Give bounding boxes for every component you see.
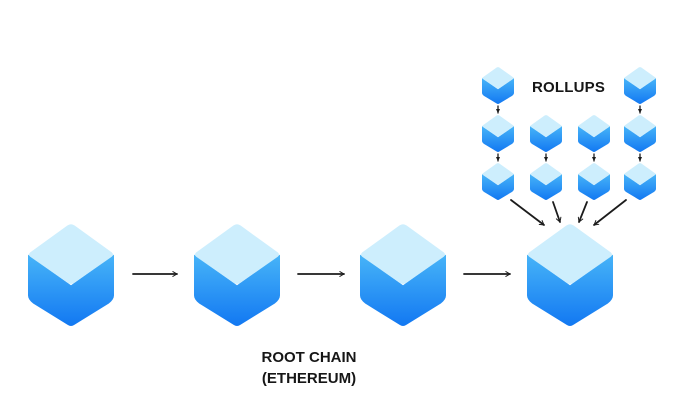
rollup-block-c3-r2 xyxy=(578,115,610,152)
root-chain-label-line2: (ETHEREUM) xyxy=(261,370,357,387)
root-chain-block-2 xyxy=(194,224,280,326)
rollup-block-c4-r1 xyxy=(624,67,656,104)
root-chain-label: ROOT CHAIN (ETHEREUM) xyxy=(248,347,370,389)
root-chain-block-3 xyxy=(360,224,446,326)
rollup-block-c4-r3 xyxy=(624,163,656,200)
rollup-block-c1-r1 xyxy=(482,67,514,104)
rollup-block-c2-r3 xyxy=(530,163,562,200)
rollup-block-c1-r3 xyxy=(482,163,514,200)
rollup-block-c4-r2 xyxy=(624,115,656,152)
rollup-block-c2-r2 xyxy=(530,115,562,152)
rollup-block-c3-r3 xyxy=(578,163,610,200)
root-chain-block-1 xyxy=(28,224,114,326)
root-chain-label-line1: ROOT CHAIN xyxy=(261,349,357,366)
merge-arrow-3 xyxy=(577,201,588,223)
merge-arrow-2 xyxy=(552,201,562,223)
rollups-label: ROLLUPS xyxy=(532,79,606,96)
merge-arrow-1 xyxy=(510,199,545,226)
rollup-block-c1-r2 xyxy=(482,115,514,152)
merge-arrow-4 xyxy=(593,199,627,226)
root-chain-block-4 xyxy=(527,224,613,326)
